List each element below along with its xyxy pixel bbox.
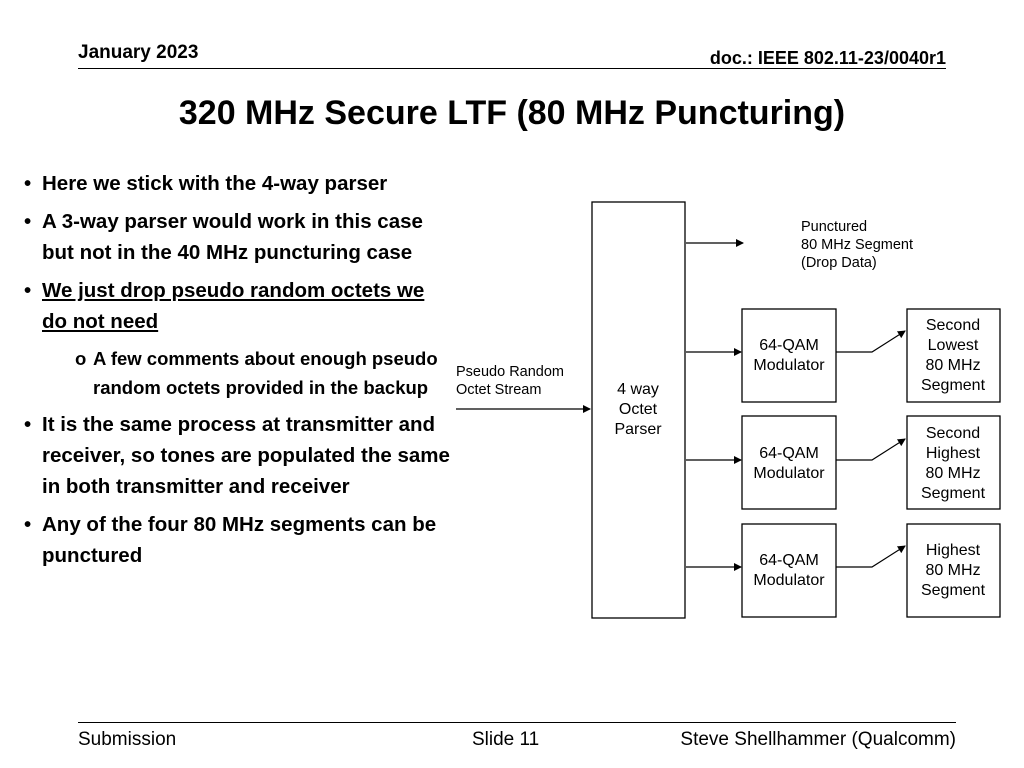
modulator-box: [741, 523, 837, 618]
header-date: January 2023: [78, 42, 199, 63]
modulator-label-line: Modulator: [753, 572, 825, 589]
header-doc-number: doc.: IEEE 802.11-23/0040r1: [709, 48, 946, 68]
segment-box: [906, 308, 1001, 403]
footer-rule: [78, 722, 956, 723]
segment-box: [906, 523, 1001, 618]
segment-label-line: Second: [926, 425, 980, 442]
segment-label-line: 80 MHz: [925, 357, 980, 374]
modulator-label-line: Modulator: [753, 465, 825, 482]
punctured-label-line: 80 MHz Segment: [801, 237, 913, 253]
modulator-label-line: Modulator: [753, 357, 825, 374]
modulator-to-segment-arrow: [836, 545, 906, 568]
segment-label-line: Highest: [926, 542, 981, 559]
sub-bullet-item: o A few comments about enough pseudo rand…: [22, 344, 452, 402]
input-label-line: Pseudo Random: [456, 364, 564, 380]
punctured-label-line: Punctured: [801, 219, 867, 235]
bullet-list: Here we stick with the 4-way parser A 3-…: [22, 168, 452, 578]
segment-label-line: Highest: [926, 445, 981, 462]
modulator-label-line: 64-QAM: [759, 337, 819, 354]
bullet-item: Here we stick with the 4-way parser: [22, 168, 452, 199]
sub-bullet-text: A few comments about enough pseudo rando…: [93, 348, 438, 398]
parser-label-line: 4 way: [617, 381, 659, 398]
parser-box: [591, 201, 686, 619]
footer-author: Steve Shellhammer (Qualcomm): [680, 729, 956, 750]
segment-label-line: Second: [926, 317, 980, 334]
footer-submission: Submission: [78, 729, 177, 750]
modulator-label-line: 64-QAM: [759, 552, 819, 569]
modulator-to-segment-arrow: [836, 330, 906, 353]
bullet-item: It is the same process at transmitter an…: [22, 409, 452, 502]
input-label-line: Octet Stream: [456, 382, 541, 398]
modulator-box: [741, 308, 837, 403]
parser-label-line: Parser: [614, 421, 662, 438]
segment-label-line: 80 MHz: [925, 465, 980, 482]
modulator-label-line: 64-QAM: [759, 445, 819, 462]
bullet-item: A 3-way parser would work in this case b…: [22, 206, 452, 268]
punctured-label-line: (Drop Data): [801, 255, 877, 271]
segment-box: [906, 415, 1001, 510]
modulator-box: [741, 415, 837, 510]
parser-label-line: Octet: [619, 401, 658, 418]
segment-label-line: 80 MHz: [925, 562, 980, 579]
slide-title: 320 MHz Secure LTF (80 MHz Puncturing): [178, 94, 846, 132]
footer-slide-number: Slide 11: [472, 729, 540, 750]
bullet-text-underlined: We just drop pseudo random octets we do …: [42, 279, 425, 333]
bullet-item: Any of the four 80 MHz segments can be p…: [22, 509, 452, 571]
segment-label-line: Lowest: [928, 337, 979, 354]
modulator-to-segment-arrow: [836, 438, 906, 461]
segment-label-line: Segment: [921, 377, 986, 394]
bullet-item: We just drop pseudo random octets we do …: [22, 275, 452, 337]
segment-label-line: Segment: [921, 485, 986, 502]
header-rule: [78, 68, 946, 69]
sub-bullet-marker: o: [75, 348, 87, 369]
segment-label-line: Segment: [921, 582, 986, 599]
